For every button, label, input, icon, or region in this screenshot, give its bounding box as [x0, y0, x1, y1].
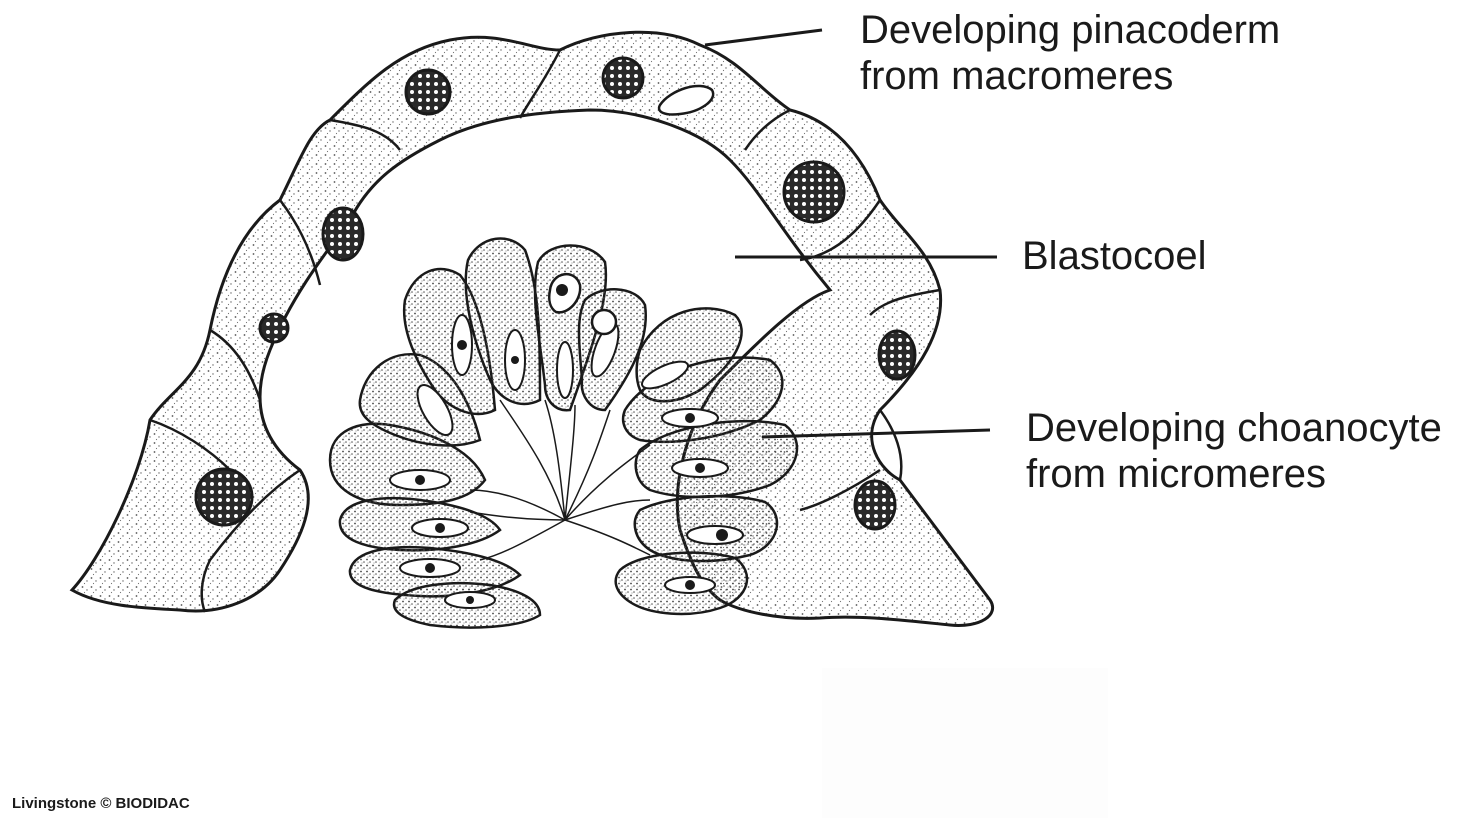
- choanocyte-nucleus-dots: [415, 340, 728, 604]
- choanocyte-nuclei: [389, 314, 744, 609]
- choanocyte-label-line2: from micromeres: [1026, 452, 1327, 496]
- choanocyte-top-nucleus-dot: [556, 284, 568, 296]
- pinacoderm-leader-line: [704, 28, 823, 47]
- blank-area: [822, 668, 1108, 818]
- pinacoderm-vacuole: [657, 84, 715, 116]
- pinacoderm-cell-walls: [149, 49, 941, 613]
- pinacoderm-label: Developing pinacoderm from macromeres: [860, 7, 1280, 99]
- choanocyte-label: Developing choanocyte from micromeres: [1026, 405, 1442, 497]
- pinacoderm-label-line2: from macromeres: [860, 54, 1174, 98]
- credit-text: Livingstone © BIODIDAC: [12, 795, 190, 812]
- choanocyte-label-line1: Developing choanocyte: [1026, 406, 1442, 450]
- blastocoel-label: Blastocoel: [1022, 234, 1207, 278]
- pinacoderm-label-line1: Developing pinacoderm: [860, 8, 1281, 52]
- central-strands: [469, 399, 651, 561]
- choanocyte-leader-line: [761, 428, 991, 439]
- pinacoderm-nuclei: [194, 56, 917, 531]
